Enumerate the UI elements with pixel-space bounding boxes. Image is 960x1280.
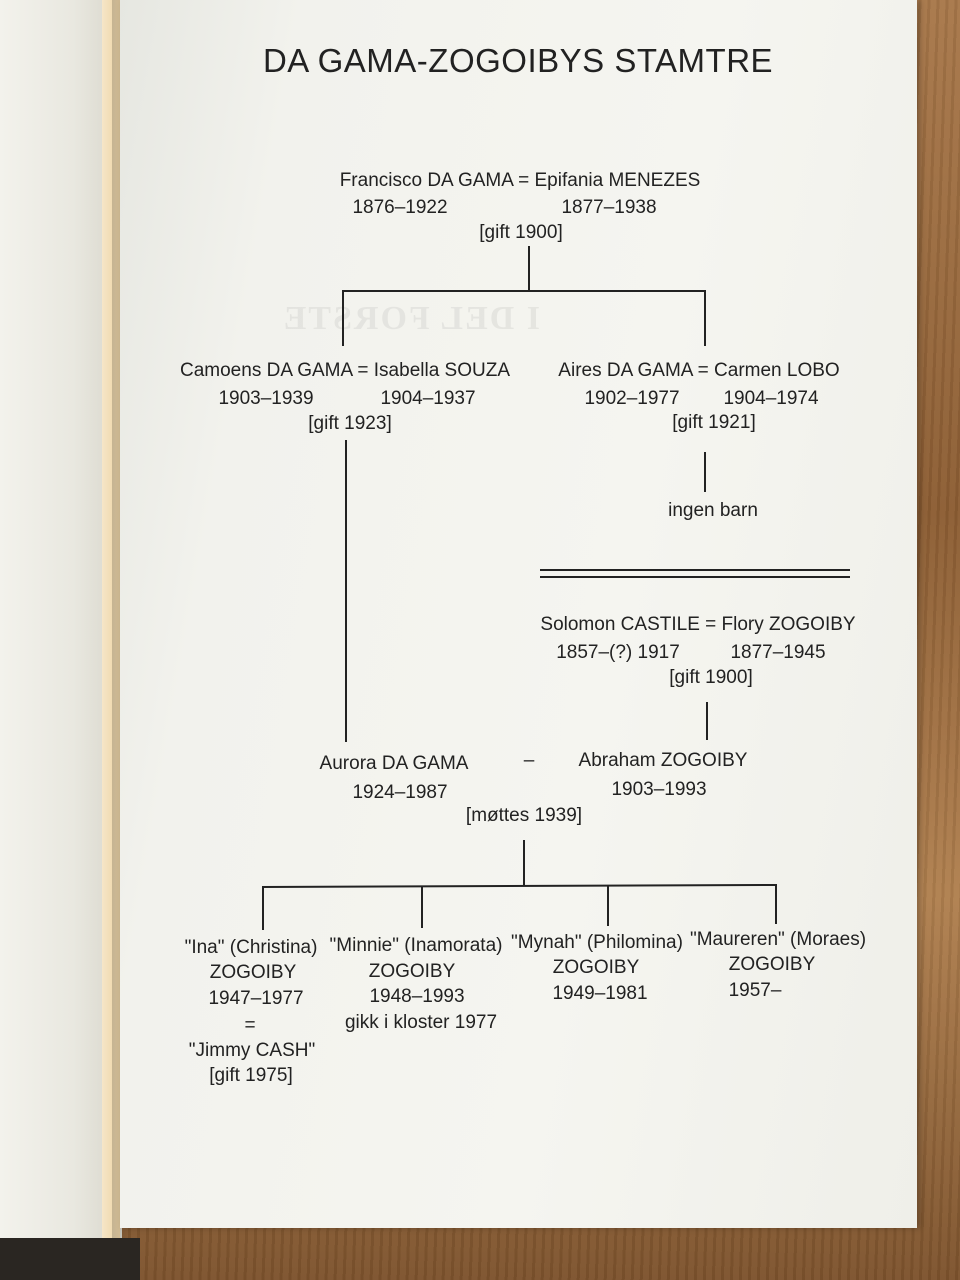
child-1-marriage-sign: =	[244, 1015, 256, 1036]
book-page	[120, 0, 917, 1228]
gen1-years-right: 1877–1938	[561, 197, 657, 218]
castile-years-right: 1877–1945	[730, 642, 826, 663]
child-3-years: 1949–1981	[552, 983, 648, 1004]
camoens-years-right: 1904–1937	[380, 388, 476, 409]
book-cover-corner	[0, 1238, 140, 1280]
gen1-years-left: 1876–1922	[352, 197, 448, 218]
child-3-surname: ZOGOIBY	[552, 957, 640, 978]
child-1-years: 1947–1977	[208, 988, 304, 1009]
aurora-name: Aurora DA GAMA	[319, 753, 469, 774]
child-1-surname: ZOGOIBY	[209, 962, 297, 983]
child-2-note: gikk i kloster 1977	[344, 1012, 498, 1033]
camoens-years-left: 1903–1939	[218, 388, 314, 409]
child-2-years: 1948–1993	[369, 986, 465, 1007]
child-2-given: "Minnie" (Inamorata)	[329, 935, 503, 956]
aires-marriage: [gift 1921]	[672, 412, 756, 433]
abraham-name: Abraham ZOGOIBY	[578, 750, 748, 771]
castile-marriage: [gift 1900]	[669, 667, 753, 688]
castile-couple: Solomon CASTILE = Flory ZOGOIBY	[540, 614, 856, 635]
abraham-years: 1903–1993	[611, 779, 707, 800]
child-1-given: "Ina" (Christina)	[184, 937, 318, 958]
meeting-note: [møttes 1939]	[465, 805, 583, 826]
gen1-couple: Francisco DA GAMA = Epifania MENEZES	[339, 170, 701, 191]
aires-years-left: 1902–1977	[584, 388, 680, 409]
aires-couple: Aires DA GAMA = Carmen LOBO	[558, 360, 840, 381]
page-title: DA GAMA-ZOGOIBYS STAMTRE	[262, 42, 774, 79]
aires-years-right: 1904–1974	[723, 388, 819, 409]
child-1-married: [gift 1975]	[209, 1065, 293, 1086]
children-sibling-bar	[261, 884, 778, 888]
aurora-years: 1924–1987	[352, 782, 448, 803]
camoens-marriage: [gift 1923]	[308, 413, 392, 434]
castile-years-left: 1857–(?) 1917	[556, 642, 680, 663]
camoens-couple: Camoens DA GAMA = Isabella SOUZA	[180, 360, 510, 381]
child-4-years: 1957–	[728, 980, 782, 1001]
child-4-surname: ZOGOIBY	[728, 954, 816, 975]
child-2-surname: ZOGOIBY	[368, 961, 456, 982]
gen1-marriage: [gift 1900]	[479, 222, 563, 243]
left-page	[0, 0, 122, 1280]
page-edges	[102, 0, 120, 1250]
aires-children: ingen barn	[668, 500, 758, 521]
child-1-spouse: "Jimmy CASH"	[188, 1040, 316, 1061]
child-4-given: "Maureren" (Moraes)	[689, 929, 867, 950]
child-3-given: "Mynah" (Philomina)	[511, 932, 683, 953]
union-dash: –	[523, 750, 535, 771]
